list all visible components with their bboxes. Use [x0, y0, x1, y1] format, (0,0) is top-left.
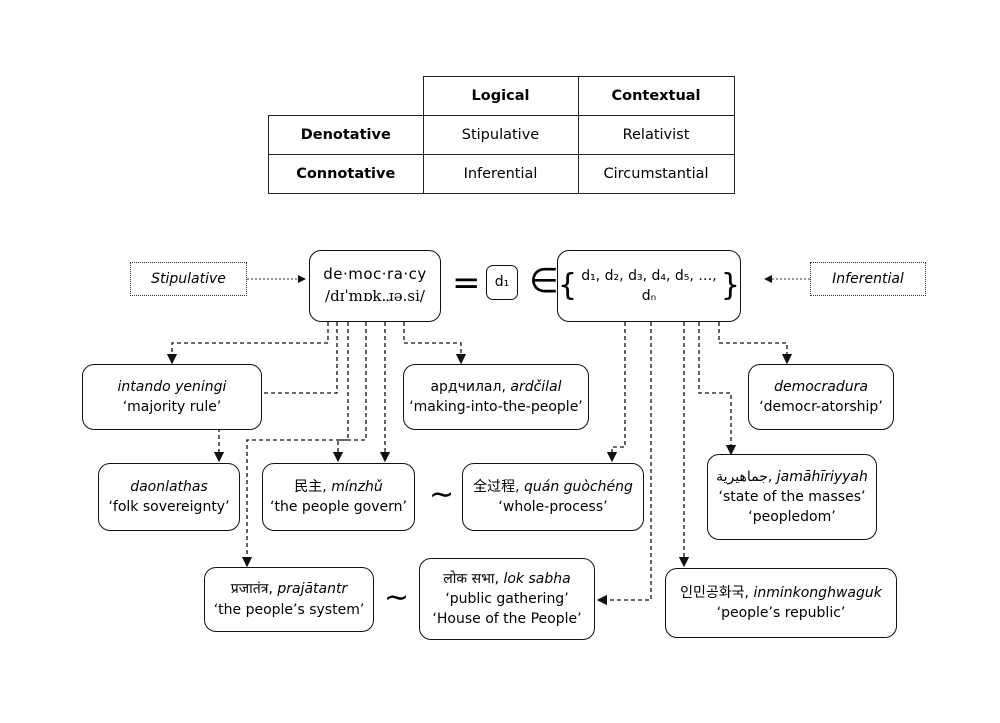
- d1-box: d₁: [486, 265, 518, 300]
- table-cell: Stipulative: [422, 115, 579, 155]
- term-gloss: ‘the people’s system’: [213, 601, 365, 618]
- inferential-label-box: Inferential: [810, 262, 926, 296]
- link-ardchilal: [403, 322, 467, 365]
- brace-close: }: [720, 268, 740, 303]
- term-native: ардчилал,: [430, 378, 511, 395]
- table-cell: Relativist: [577, 115, 735, 155]
- brace-open: {: [558, 268, 578, 303]
- term-translit: intando yeningi: [117, 378, 227, 395]
- link-minzhu: [332, 322, 367, 463]
- term-box-quan-guocheng: 全过程, quán guòchéng ‘whole-process’: [462, 463, 644, 531]
- term-gloss: ‘state of the masses’: [718, 488, 866, 505]
- link-lok-sabha: [596, 322, 652, 606]
- term-box-inminkonghwaguk: 인민공화국, inminkonghwaguk ‘people’s republi…: [665, 568, 897, 638]
- term-box-ardchilal: ардчилал, ardčilal ‘making-into-the-peop…: [403, 364, 589, 430]
- term-box-lok-sabha: लोक सभा, lok sabha ‘public gathering’ ‘H…: [419, 558, 595, 640]
- link-daonlathas: [213, 322, 338, 463]
- table-header-row: Logical Contextual: [268, 76, 735, 116]
- link-prajatantr: [241, 322, 349, 568]
- set-box: { d₁, d₂, d₃, d₄, d₅, …, dₙ }: [557, 250, 741, 322]
- term-gloss: ‘folk sovereignty’: [108, 499, 230, 515]
- link-jamahiriyyah: [698, 322, 737, 456]
- term-box-democradura: democradura ‘democr-atorship’: [748, 364, 894, 430]
- term-box-minzhu: 民主, mínzhǔ ‘the people govern’: [262, 463, 415, 531]
- term-translit: jamāhīriyyah: [776, 468, 868, 485]
- term-translit: daonlathas: [130, 478, 208, 495]
- term-gloss: ‘public gathering’: [445, 590, 569, 607]
- tilde-similar-2: ∼: [384, 580, 410, 615]
- table-row: Denotative Stipulative Relativist: [268, 115, 735, 155]
- term-translit: lok sabha: [503, 570, 571, 587]
- term-translit: prajātantr: [277, 581, 348, 598]
- link-quan: [606, 322, 626, 463]
- term-native: लोक सभा,: [443, 570, 504, 587]
- element-of-sign: ∈: [529, 261, 559, 301]
- term-gloss-2: ‘House of the People’: [432, 611, 582, 628]
- equals-sign: =: [452, 263, 481, 303]
- definition-type-table: Logical Contextual Denotative Stipulativ…: [268, 76, 735, 194]
- stipulative-label-box: Stipulative: [130, 262, 247, 296]
- term-gloss: ‘making-into-the-people’: [409, 399, 583, 415]
- table-cell: Circumstantial: [577, 154, 735, 194]
- link-intando: [166, 322, 329, 365]
- term-gloss: ‘whole-process’: [498, 499, 608, 515]
- term-translit: quán guòchéng: [523, 478, 633, 495]
- term-native: 인민공화국,: [680, 584, 754, 601]
- col-header-contextual: Contextual: [577, 76, 735, 116]
- table-cell: Inferential: [422, 154, 579, 194]
- term-native: 全过程,: [473, 478, 524, 495]
- term-gloss: ‘people’s republic’: [716, 605, 846, 621]
- term-translit: ardčilal: [510, 378, 562, 395]
- term-gloss: ‘democr-atorship’: [759, 399, 883, 415]
- tilde-similar-1: ∼: [429, 477, 455, 512]
- term-gloss: ‘majority rule’: [122, 399, 222, 415]
- term-gloss-2: ‘peopledom’: [748, 509, 836, 526]
- ipa-transcription: /dɪˈmɒk.ɹə.si/: [325, 287, 425, 305]
- term-box-jamahiriyyah: جماهيرية, jamāhīriyyah ‘state of the mas…: [707, 454, 877, 540]
- term-native: جماهيرية,: [716, 468, 777, 485]
- term-box-daonlathas: daonlathas ‘folk sovereignty’: [98, 463, 240, 531]
- headword-box: de·moc·ra·cy /dɪˈmɒk.ɹə.si/: [309, 250, 441, 322]
- term-gloss: ‘the people govern’: [270, 499, 407, 515]
- headword: de·moc·ra·cy: [323, 265, 427, 284]
- table-row: Connotative Inferential Circumstantial: [268, 154, 735, 194]
- term-box-prajatantr: प्रजातंत्र, prajātantr ‘the people’s sys…: [204, 567, 374, 632]
- term-native: प्रजातंत्र,: [230, 581, 278, 598]
- term-translit: mínzhǔ: [331, 478, 383, 495]
- row-header-connotative: Connotative: [268, 154, 424, 194]
- table-corner-cell: [268, 76, 424, 116]
- term-box-intando: intando yeningi ‘majority rule’: [82, 364, 262, 430]
- term-native: 民主,: [294, 478, 332, 495]
- term-translit: inminkonghwaguk: [753, 584, 882, 601]
- set-items: d₁, d₂, d₃, d₄, d₅, …, dₙ: [581, 267, 717, 304]
- link-democradura: [718, 322, 793, 365]
- term-translit: democradura: [774, 378, 868, 395]
